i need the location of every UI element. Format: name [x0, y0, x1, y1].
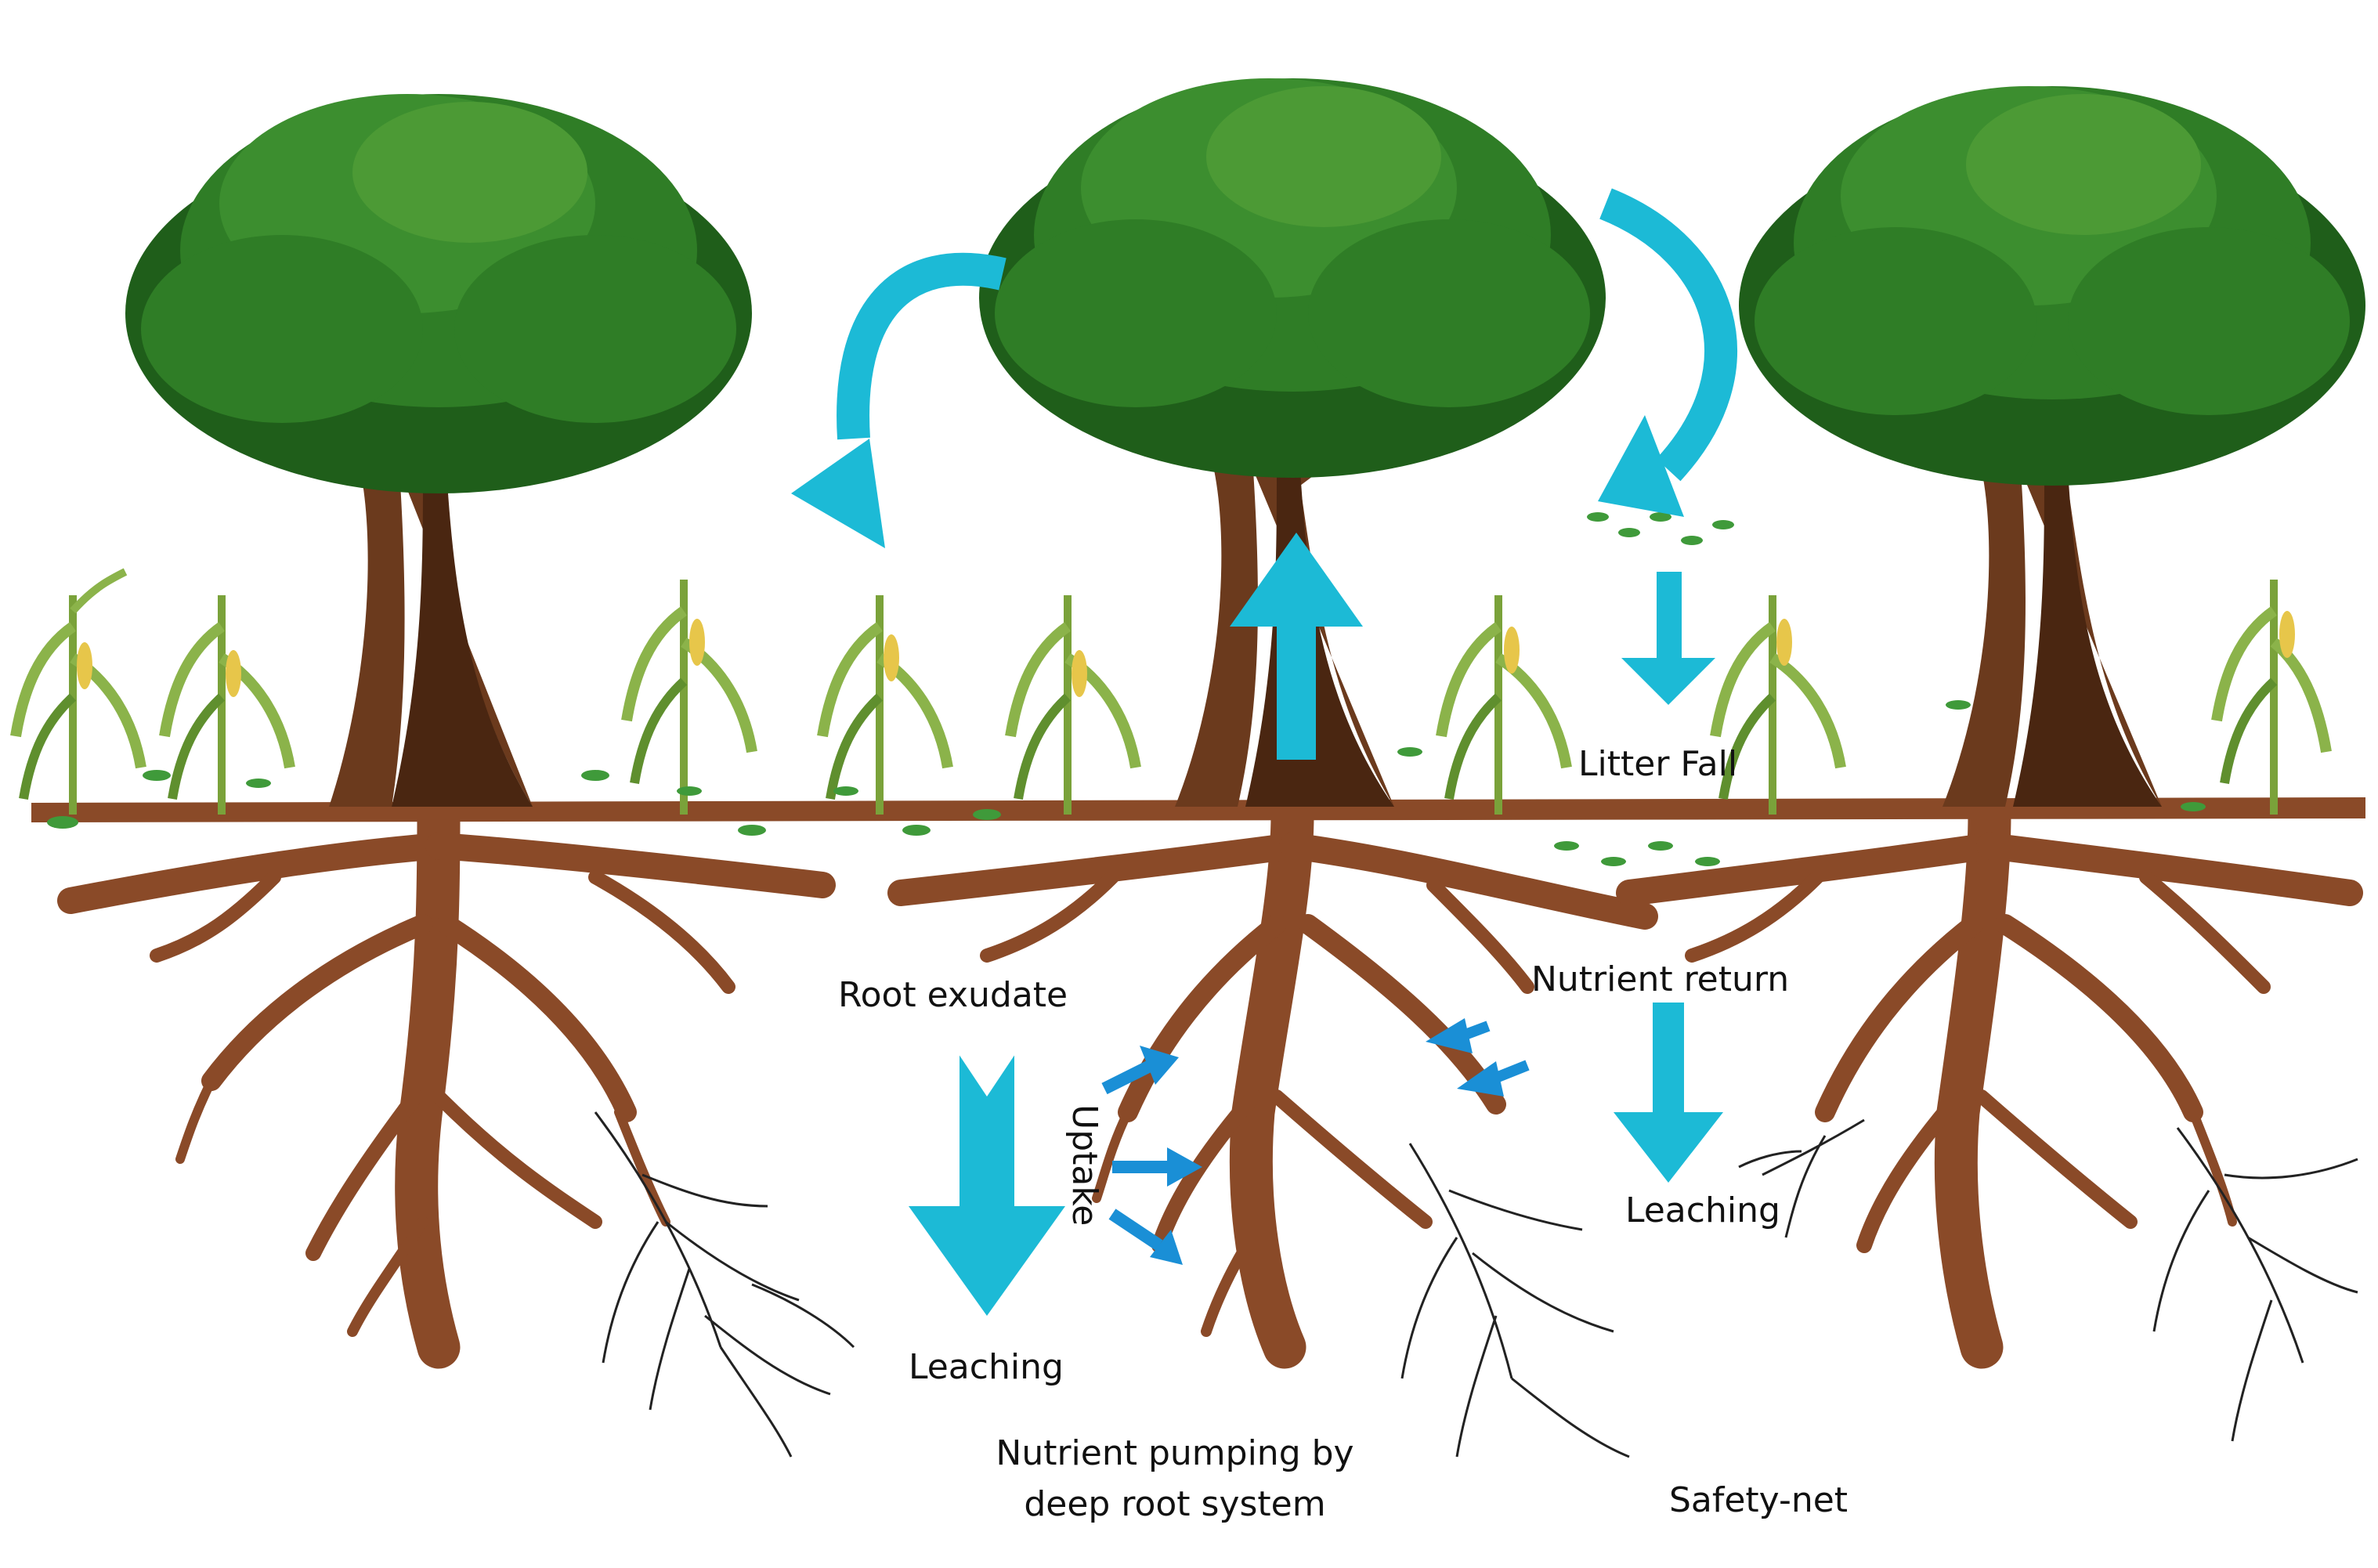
maize-plant	[1005, 595, 1141, 815]
label-litter-fall: Litter Fall	[1578, 744, 1737, 784]
ground-surface	[31, 797, 2365, 822]
maize-plant	[2211, 580, 2332, 815]
tree-center	[979, 78, 1606, 807]
nutrient-pumping-up-arrow	[1230, 533, 1363, 760]
uptake-arrows	[1101, 1046, 1202, 1265]
leaching-arrow-right	[1614, 1003, 1723, 1183]
maize-plant	[1436, 595, 1572, 815]
leaf-litter	[47, 512, 2206, 866]
root-system-right	[1616, 793, 2363, 1369]
maize-plant	[10, 568, 146, 815]
label-safety-net: Safety-net	[1669, 1480, 1848, 1520]
label-root-exudate: Root exudate	[838, 975, 1068, 1015]
canopy	[979, 78, 1606, 478]
nutrient-return-arrows	[1426, 1018, 1530, 1097]
trunk	[329, 407, 533, 807]
tree-right	[1739, 86, 2365, 807]
trunk	[1175, 407, 1394, 807]
label-nutrient-pumping-line1: Nutrient pumping by	[996, 1433, 1353, 1473]
litter-arrow-left	[791, 252, 1006, 548]
tree-left	[125, 94, 752, 807]
label-nutrient-return: Nutrient return	[1531, 959, 1789, 999]
maize-row	[10, 568, 2332, 815]
trunk	[1943, 407, 2162, 807]
fine-roots-left	[594, 1111, 855, 1458]
fine-roots-right	[1738, 1118, 2358, 1442]
label-nutrient-pumping-line2: deep root system	[1024, 1484, 1325, 1524]
label-leaching-right: Leaching	[1625, 1190, 1780, 1230]
fine-roots-center	[1400, 1143, 1630, 1458]
leaching-arrow-left	[909, 1050, 1065, 1316]
canopy	[1739, 86, 2365, 486]
label-uptake: Uptake	[1064, 1104, 1104, 1226]
maize-plant	[817, 595, 953, 815]
label-leaching-left: Leaching	[909, 1347, 1064, 1387]
maize-plant	[159, 595, 295, 815]
root-system-left	[57, 793, 836, 1369]
maize-plant	[1710, 595, 1846, 815]
root-system-center	[887, 793, 1658, 1369]
litter-fall-down-arrow	[1621, 572, 1715, 705]
canopy	[125, 94, 752, 493]
maize-plant	[621, 580, 757, 815]
litter-arrow-right	[1598, 188, 1737, 517]
